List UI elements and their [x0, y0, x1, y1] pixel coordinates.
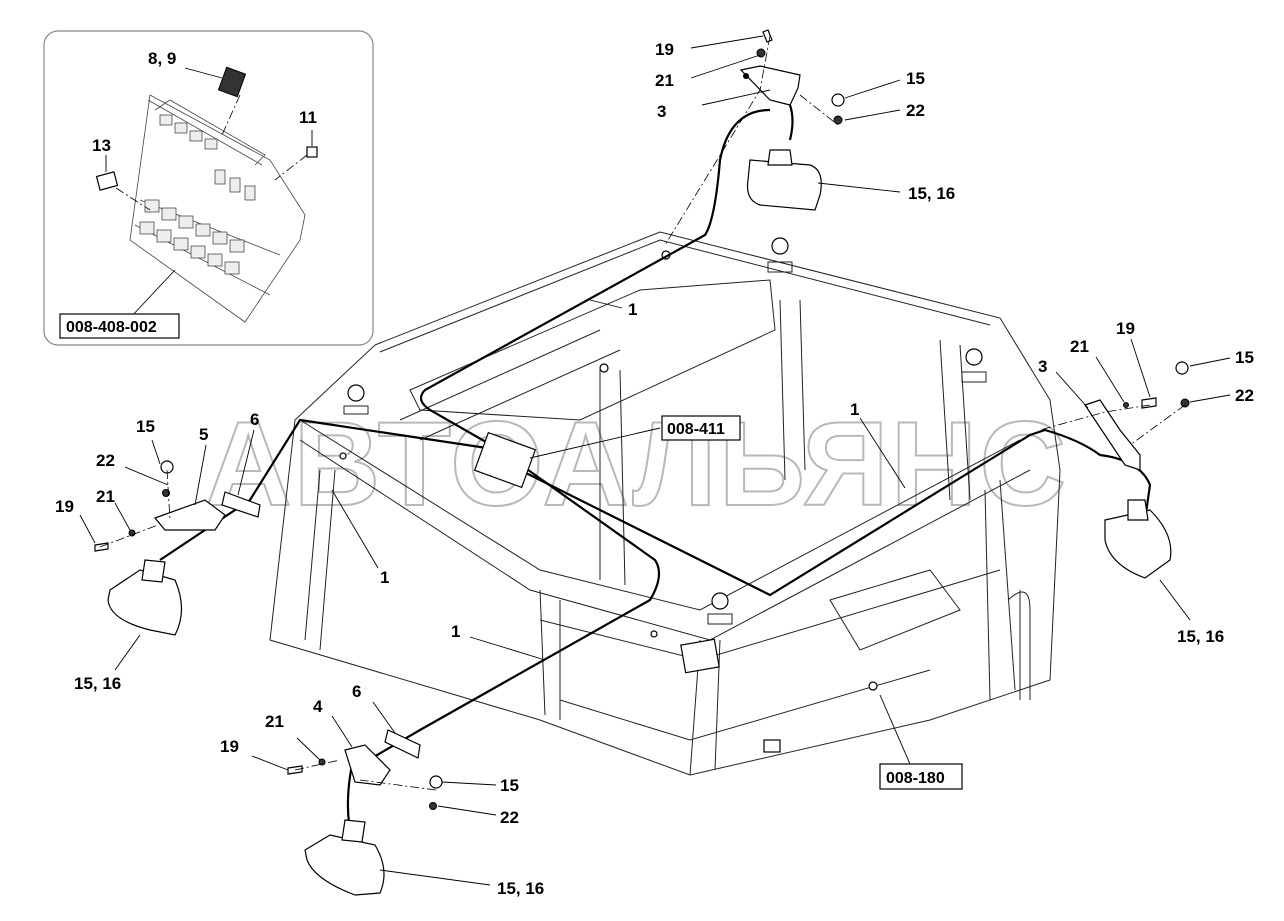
callout-right-3: 3 — [1038, 357, 1047, 376]
fuse-grid — [139, 114, 256, 275]
callout-left-19: 19 — [55, 497, 74, 516]
callout-top-21: 21 — [655, 71, 674, 90]
bottom-lamp-assembly: 21 4 6 19 15 22 15, 16 — [220, 682, 544, 898]
inset-label-8-9: 8, 9 — [148, 49, 176, 68]
callout-right-lamp: 15, 16 — [1177, 627, 1224, 646]
reference-harness: 008-411 — [667, 421, 725, 438]
callout-bottom-4: 4 — [313, 697, 323, 716]
callout-left-22: 22 — [96, 451, 115, 470]
inset-label-11: 11 — [299, 108, 317, 127]
watermark: АВТОАЛЬЯНС — [205, 397, 1068, 531]
inset-label-13: 13 — [92, 136, 111, 155]
reference-boxes: 008-411 008-180 — [529, 415, 963, 790]
right-lamp-assembly: 19 21 3 15 22 15, 16 — [1038, 319, 1254, 646]
callout-top-lamp: 15, 16 — [908, 184, 955, 203]
callout-left-15: 15 — [136, 417, 155, 436]
callout-wire-1d: 1 — [451, 622, 460, 641]
callout-right-21: 21 — [1070, 337, 1089, 356]
wire-callouts: 1 1 1 1 — [331, 299, 906, 661]
callout-left-5: 5 — [199, 425, 208, 444]
callout-top-15: 15 — [906, 69, 925, 88]
callout-left-21: 21 — [96, 487, 115, 506]
callout-right-19: 19 — [1116, 319, 1135, 338]
callout-top-19: 19 — [655, 40, 674, 59]
callout-bottom-22: 22 — [500, 808, 519, 827]
callout-wire-1a: 1 — [628, 300, 637, 319]
callout-bottom-lamp: 15, 16 — [497, 879, 544, 898]
callout-bottom-19: 19 — [220, 737, 239, 756]
callout-top-3: 3 — [657, 102, 666, 121]
left-lamp-assembly: 15 5 6 22 21 19 15, 16 — [55, 410, 261, 693]
callout-left-lamp: 15, 16 — [74, 674, 121, 693]
cab-frame — [269, 231, 1061, 776]
callout-left-6: 6 — [250, 410, 259, 429]
callout-wire-1c: 1 — [380, 568, 389, 587]
connector-008-411 — [473, 431, 537, 489]
callout-right-15: 15 — [1235, 348, 1254, 367]
callout-bottom-15: 15 — [500, 776, 519, 795]
part-13 — [95, 171, 119, 191]
callout-bottom-6: 6 — [352, 682, 361, 701]
part-11 — [306, 146, 318, 158]
callout-top-22: 22 — [906, 101, 925, 120]
callout-right-22: 22 — [1235, 386, 1254, 405]
reference-cab: 008-180 — [886, 770, 945, 787]
inset-panel: 8, 9 11 13 008-408-002 — [43, 30, 374, 346]
callout-wire-1b: 1 — [850, 400, 859, 419]
switch-8-9 — [217, 66, 247, 98]
top-lamp-assembly: 19 21 3 15 22 15, 16 — [655, 29, 955, 246]
callout-bottom-21: 21 — [265, 712, 284, 731]
inset-reference: 008-408-002 — [66, 319, 157, 336]
